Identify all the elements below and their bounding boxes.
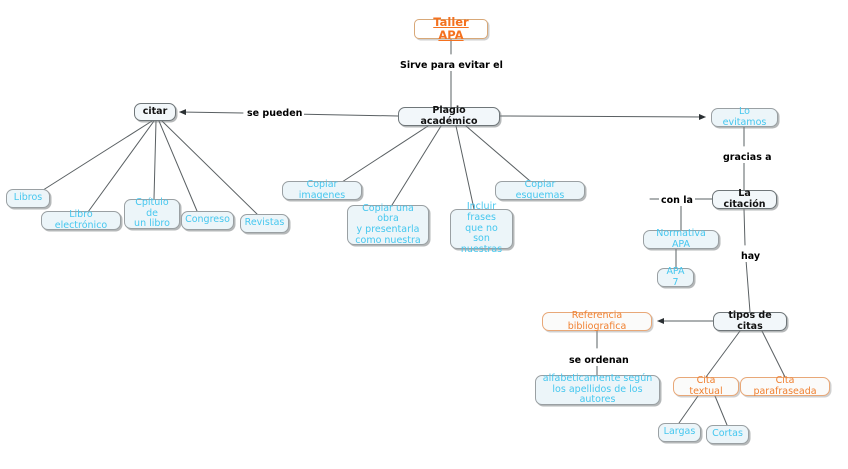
edge-citar-to-libro-electronico — [87, 120, 155, 213]
edge-tipos-de-citas-to-cita-parafraseada — [761, 330, 786, 378]
node-taller-apa[interactable]: Taller APA — [414, 16, 488, 41]
node-libro-electronico[interactable]: Libro electrónico — [41, 209, 121, 230]
node-tipos-de-citas[interactable]: tipos de citas — [713, 310, 787, 331]
node-copiar-imagenes[interactable]: Copiar imagenes — [282, 179, 362, 200]
node-referencia-bib[interactable]: Referencia bibliografica — [542, 310, 652, 331]
node-citar[interactable]: citar — [134, 103, 176, 121]
edge-citar-to-revistas — [161, 120, 258, 215]
node-cortas[interactable]: Cortas — [706, 425, 749, 444]
edge-label-hay: hay — [739, 251, 763, 262]
edge-label-se-pueden: se pueden — [245, 108, 305, 119]
edge-group — [39, 38, 786, 426]
edge-la-citacion-to-tipos-de-citas — [743, 208, 751, 313]
node-largas[interactable]: Largas — [658, 423, 701, 442]
edge-plagio-to-incluir-frases — [455, 125, 475, 210]
node-congreso[interactable]: Congreso — [181, 211, 234, 230]
edge-plagio-to-copiar-esquemas — [465, 125, 531, 182]
edge-citar-to-congreso — [158, 120, 198, 212]
node-copiar-obra[interactable]: Copiar una obra y presentarla como nuest… — [347, 203, 429, 245]
edge-cita-textual-to-cortas — [714, 395, 728, 426]
edge-plagio-to-citar — [180, 112, 399, 116]
node-la-citacion[interactable]: La citación — [712, 188, 777, 209]
node-capitulo-libro[interactable]: Cpítulo de un libro — [124, 197, 180, 229]
node-plagio[interactable]: Plagio académico — [398, 105, 500, 126]
edge-plagio-to-copiar-imagenes — [341, 125, 429, 183]
node-copiar-esquemas[interactable]: Copiar esquemas — [495, 179, 585, 200]
node-libros[interactable]: Libros — [6, 189, 50, 208]
node-lo-evitamos[interactable]: Lo evitamos — [711, 106, 778, 127]
edge-cita-textual-to-largas — [678, 395, 699, 424]
edge-tipos-de-citas-to-cita-textual — [705, 330, 741, 378]
node-revistas[interactable]: Revistas — [240, 214, 289, 233]
node-alfabeticamente[interactable]: alfabeticamente según los apellidos de l… — [535, 373, 660, 405]
node-incluir-frases[interactable]: Incluir frases que no son nuestras — [450, 202, 513, 255]
node-apa-7[interactable]: APA 7 — [657, 266, 694, 287]
edge-citar-to-capitulo-libro — [153, 120, 157, 200]
node-cita-textual[interactable]: Cita textual — [673, 375, 739, 396]
edge-label-con-la: con la — [659, 195, 695, 206]
node-normativa-apa[interactable]: Normativa APA — [643, 228, 719, 249]
edge-label-sirve-para-evitar-el: Sirve para evitar el — [398, 60, 505, 71]
edge-citar-to-libros — [39, 120, 153, 193]
edge-plagio-to-lo-evitamos — [499, 113, 706, 120]
edge-label-gracias-a: gracias a — [721, 152, 774, 163]
edge-plagio-to-copiar-obra — [391, 125, 442, 206]
node-cita-parafraseada[interactable]: Cita parafraseada — [740, 375, 830, 396]
edge-label-se-ordenan: se ordenan — [567, 355, 631, 366]
